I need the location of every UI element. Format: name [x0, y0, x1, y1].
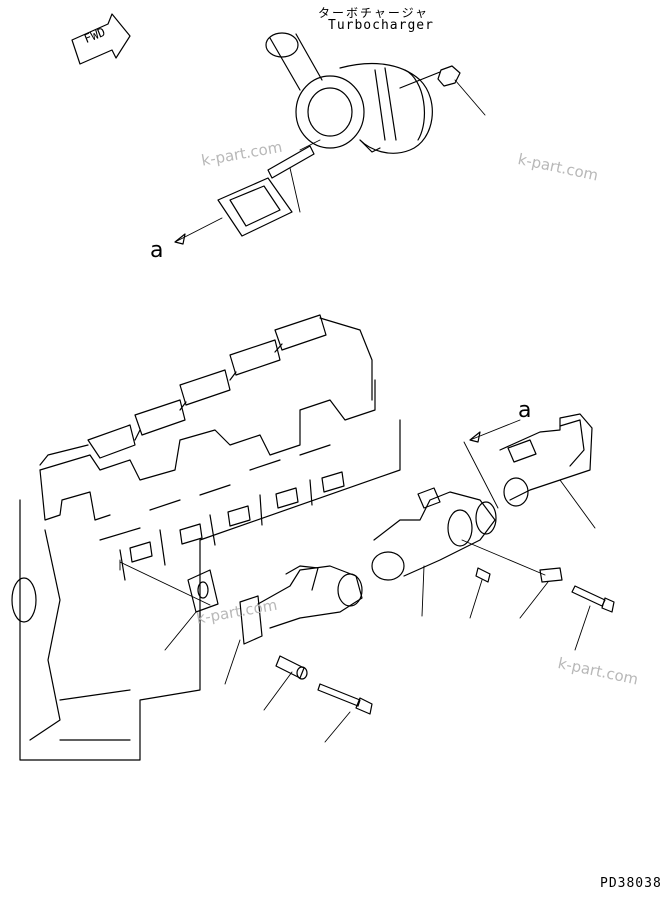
- fwd-arrow-icon: [71, 13, 131, 65]
- right-exhaust-manifold: [463, 413, 596, 529]
- turbocharger-label-jp: ターボチャージャ: [318, 6, 430, 20]
- drawing-code: PD38038: [600, 876, 662, 891]
- turbocharger-part: [265, 32, 486, 154]
- turbo-gasket-part: [174, 145, 315, 245]
- turbocharger-label-en: Turbocharger: [328, 18, 434, 33]
- left-exhaust-manifold: [164, 565, 363, 685]
- left-spacer-bolt: [263, 655, 373, 743]
- right-spacer-bolt: [519, 567, 615, 651]
- reference-a-right: a: [518, 398, 532, 423]
- reference-a-top: a: [150, 238, 164, 263]
- middle-exhaust-manifold: [371, 487, 546, 619]
- engine-block: [11, 314, 401, 761]
